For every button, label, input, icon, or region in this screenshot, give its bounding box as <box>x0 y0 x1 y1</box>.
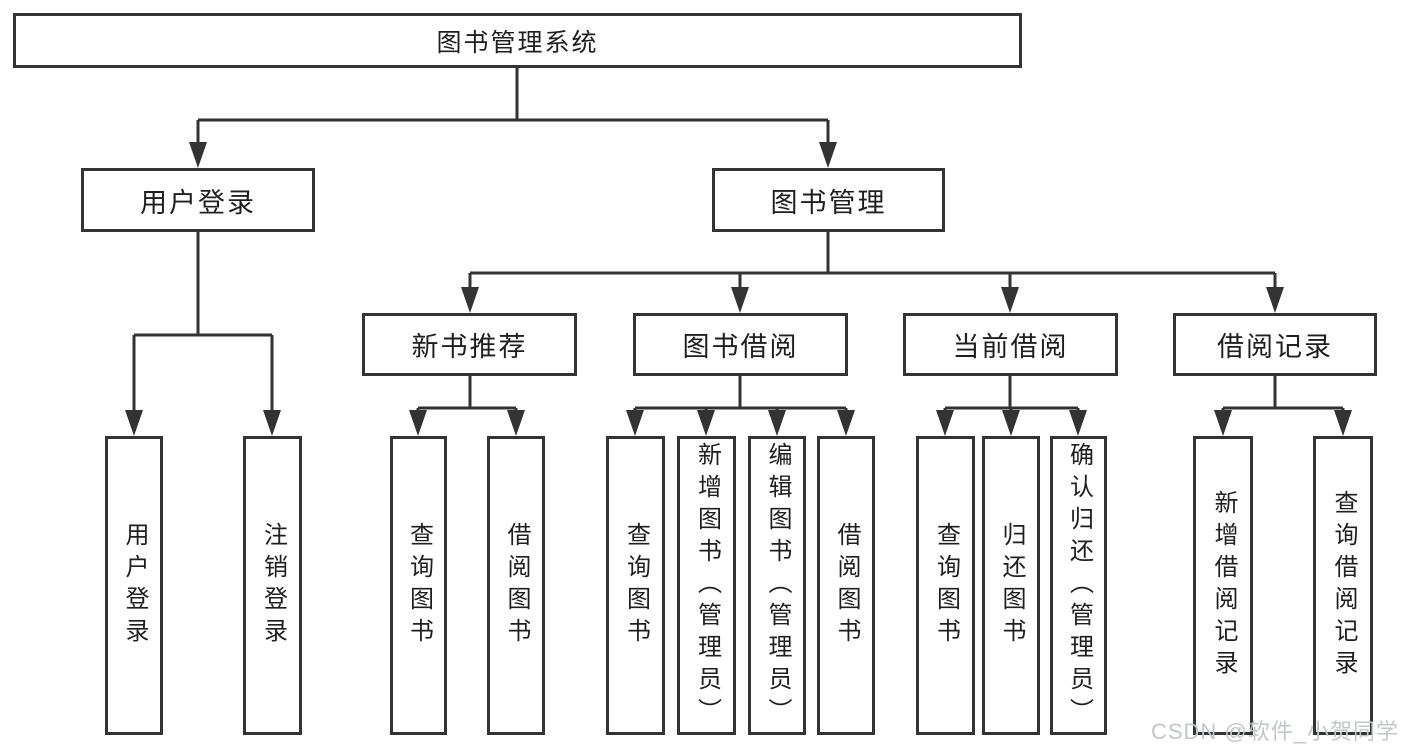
arrow-icon <box>626 410 644 436</box>
arrow-icon <box>936 410 954 436</box>
arrow-icon <box>409 410 427 436</box>
arrow-icon <box>507 410 525 436</box>
arrow-icon <box>697 410 715 436</box>
leaf-return-book: 归还图书 <box>982 436 1040 735</box>
arrow-icon <box>731 287 749 313</box>
leaf-borrow-book-2: 借阅图书 <box>817 436 875 735</box>
arrow-icon <box>768 410 786 436</box>
node-user-login: 用户登录 <box>81 168 315 232</box>
leaf-query-book-1: 查询图书 <box>390 436 447 735</box>
arrow-icon <box>263 410 281 436</box>
arrow-icon <box>125 410 143 436</box>
connector-book-borrow-children <box>633 376 848 432</box>
leaf-user-login: 用户登录 <box>105 436 163 735</box>
leaf-query-borrow-record: 查询借阅记录 <box>1313 436 1373 735</box>
leaf-logout: 注销登录 <box>243 436 302 735</box>
node-library-management-system: 图书管理系统 <box>13 13 1022 68</box>
leaf-query-book-3: 查询图书 <box>916 436 975 735</box>
node-book-management: 图书管理 <box>712 168 945 232</box>
connector-user-login-children <box>132 232 274 432</box>
leaf-confirm-return-admin: 确认归还（管理员） <box>1050 436 1107 735</box>
arrow-icon <box>1266 287 1284 313</box>
arrow-icon <box>837 410 855 436</box>
node-new-book-recommend: 新书推荐 <box>362 313 577 376</box>
connector-new-book-children <box>416 376 518 432</box>
arrow-icon <box>1214 410 1232 436</box>
node-current-borrow: 当前借阅 <box>903 313 1118 376</box>
node-book-borrow: 图书借阅 <box>633 313 848 376</box>
arrow-icon <box>819 142 837 168</box>
arrow-icon <box>1002 410 1020 436</box>
leaf-query-book-2: 查询图书 <box>606 436 665 735</box>
arrow-icon <box>1069 410 1087 436</box>
leaf-edit-book-admin: 编辑图书（管理员） <box>748 436 806 735</box>
arrow-icon <box>189 142 207 168</box>
connector-root-to-level2 <box>196 68 830 164</box>
leaf-borrow-book-1: 借阅图书 <box>487 436 545 735</box>
arrow-icon <box>1001 287 1019 313</box>
leaf-add-book-admin: 新增图书（管理员） <box>677 436 736 735</box>
csdn-watermark: CSDN @软件_小贺同学 <box>1150 719 1399 744</box>
arrow-icon <box>461 287 479 313</box>
leaf-add-borrow-record: 新增借阅记录 <box>1193 436 1253 735</box>
connector-borrow-record-children <box>1221 376 1345 432</box>
connector-book-mgmt-children <box>468 232 1277 309</box>
arrow-icon <box>1334 410 1352 436</box>
node-borrow-record: 借阅记录 <box>1173 313 1377 376</box>
